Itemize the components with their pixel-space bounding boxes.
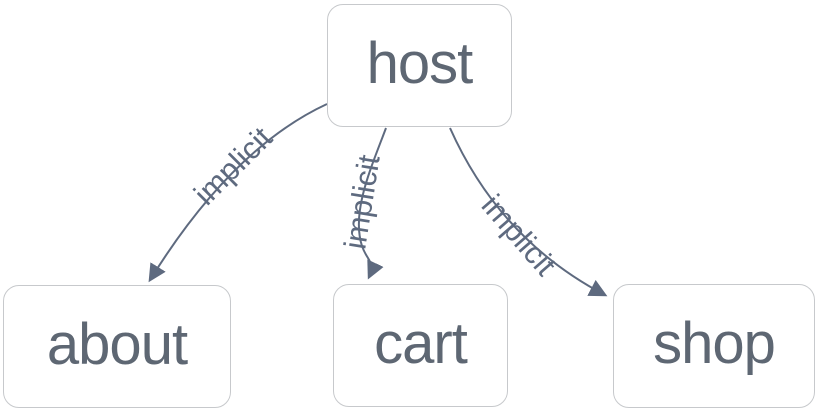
node-about-label: about <box>46 311 188 377</box>
edge-host-shop[interactable] <box>449 127 608 297</box>
node-shop[interactable]: shop <box>613 284 815 408</box>
node-cart-label: cart <box>374 310 468 376</box>
node-host[interactable]: host <box>327 4 512 127</box>
node-shop-label: shop <box>653 311 776 376</box>
node-host-label: host <box>366 30 474 96</box>
node-cart[interactable]: cart <box>333 284 508 407</box>
node-about[interactable]: about <box>3 285 231 408</box>
edge-host-about[interactable] <box>148 103 328 283</box>
edge-host-cart[interactable] <box>357 127 387 280</box>
